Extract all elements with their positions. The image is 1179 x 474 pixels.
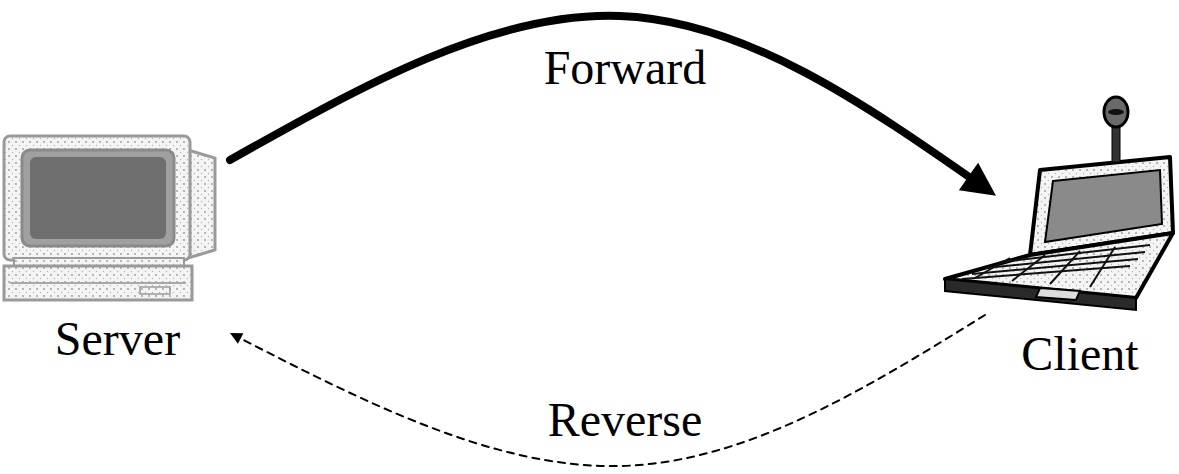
drive-slot [140, 287, 170, 294]
laptop-screen [1045, 170, 1162, 242]
system-unit [4, 266, 192, 300]
camera-lens [1108, 109, 1124, 115]
drive-line [10, 282, 186, 284]
screen [30, 157, 166, 239]
trackpad [1036, 288, 1080, 300]
screen-bezel [22, 150, 174, 246]
edge-label: Forward [540, 42, 711, 95]
monitor-frame [4, 136, 190, 260]
computer-label: Client [985, 328, 1175, 381]
desktop-computer [4, 136, 215, 300]
edge-label: Reverse [544, 394, 707, 447]
keyboard [962, 245, 1150, 287]
reverse-arrow [230, 315, 985, 466]
laptop-front [945, 279, 1136, 310]
camera-head [1104, 97, 1128, 127]
client-node: Client [985, 95, 1175, 400]
server-node: Server [5, 135, 230, 385]
laptop-computer [945, 97, 1173, 310]
monitor-body [188, 150, 215, 258]
computer-label: Server [5, 313, 230, 366]
forward-arrow [230, 16, 985, 188]
